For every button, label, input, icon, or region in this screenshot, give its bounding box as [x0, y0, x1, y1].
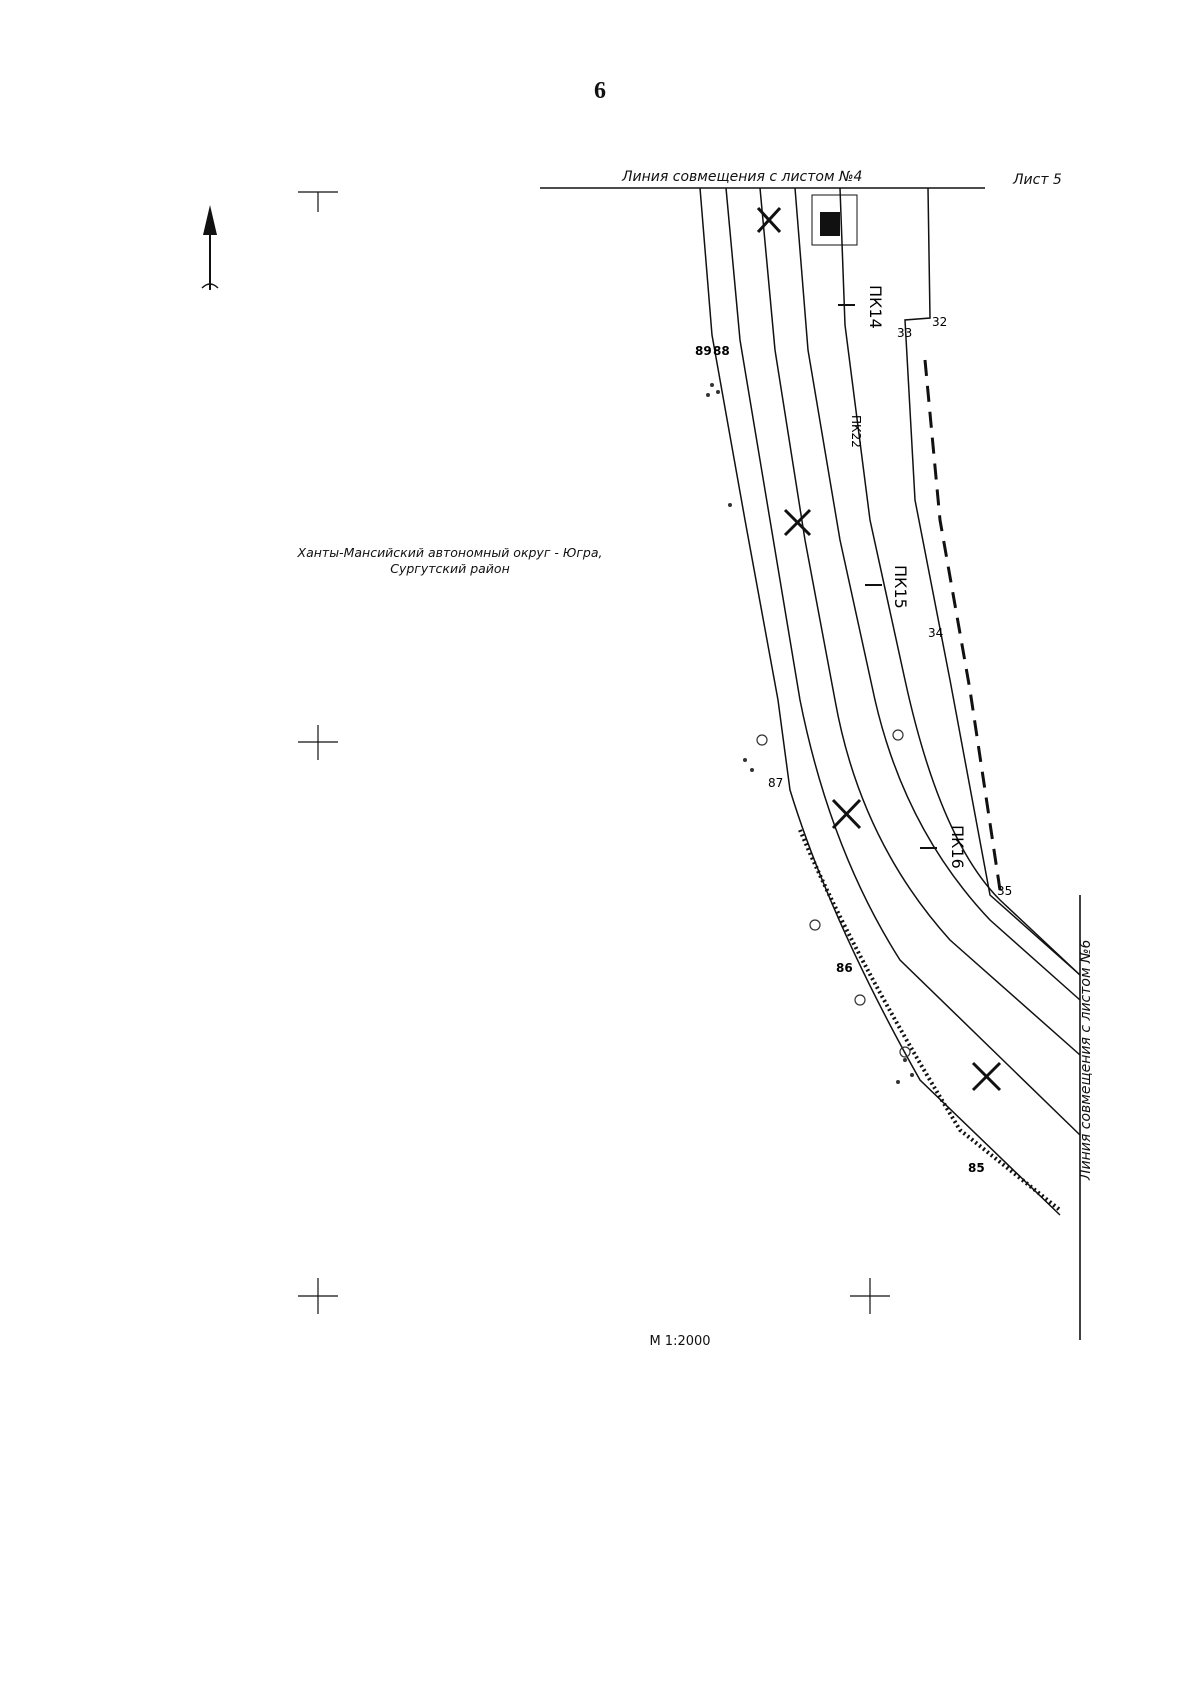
point-88: 88 — [713, 344, 730, 358]
point-89: 89 — [695, 344, 712, 358]
region-line-2: Сургутский район — [390, 561, 510, 576]
sheet-label: Лист 5 — [1013, 172, 1062, 188]
point-33: 33 — [897, 326, 912, 340]
crop-marks — [298, 191, 890, 1314]
picket-14: ПК14 — [866, 285, 885, 329]
region-caption: Ханты-Мансийский автономный округ - Югра… — [270, 545, 630, 577]
match-line-top-label: Линия совмещения с листом №4 — [622, 169, 863, 185]
x-marks — [756, 206, 1002, 1092]
road-corridor — [699, 187, 1081, 1216]
building-icon — [820, 212, 840, 236]
picket-15: ПК15 — [891, 565, 910, 609]
point-35: 35 — [997, 884, 1012, 898]
point-85: 85 — [968, 1161, 985, 1175]
picket-ticks — [838, 304, 937, 849]
boundary-dashed — [923, 359, 1002, 891]
point-87: 87 — [768, 776, 783, 790]
point-86: 86 — [836, 961, 853, 975]
page-number: 6 — [594, 78, 606, 104]
match-lines — [540, 187, 1081, 1340]
road-label: ПК22 — [849, 415, 863, 448]
north-arrow-icon — [201, 205, 219, 290]
point-32: 32 — [932, 315, 947, 329]
embankment-hatch — [798, 829, 1062, 1212]
scale-label: М 1:2000 — [649, 1334, 711, 1349]
point-34: 34 — [928, 626, 943, 640]
picket-16: ПК16 — [948, 825, 967, 869]
region-line-1: Ханты-Мансийский автономный округ - Югра… — [297, 545, 603, 560]
terrain-dots — [706, 383, 914, 1084]
